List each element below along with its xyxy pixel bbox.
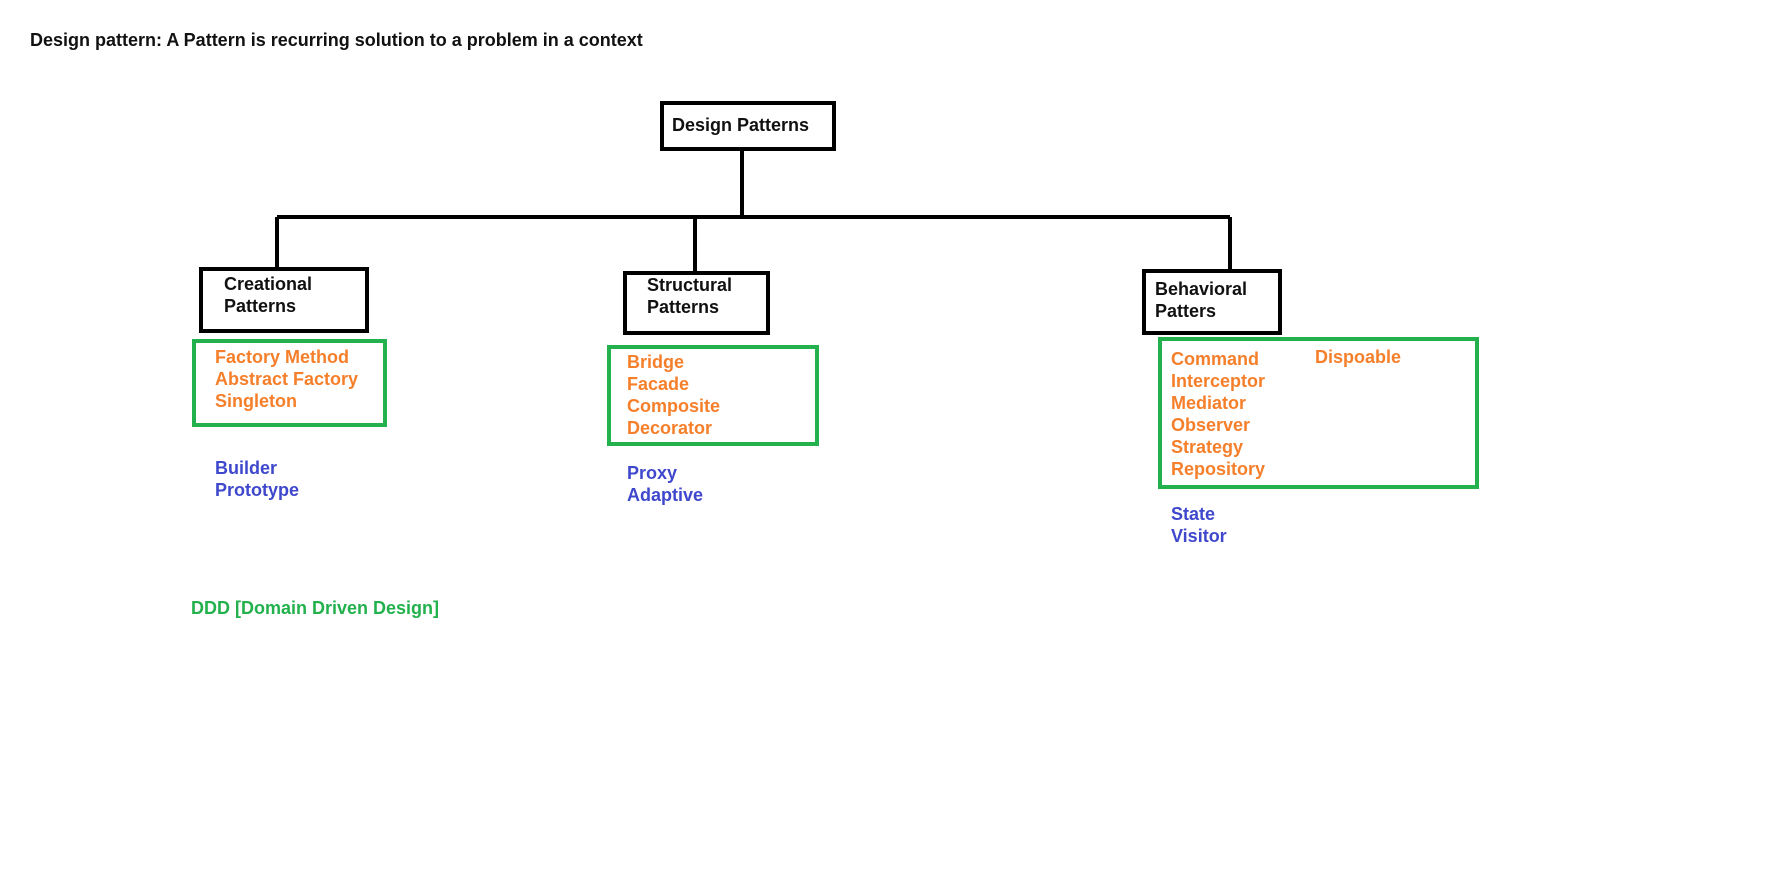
pattern-item: Factory Method bbox=[215, 347, 350, 367]
pattern-item: Interceptor bbox=[1171, 371, 1266, 391]
pattern-item: Proxy bbox=[627, 463, 678, 483]
ddd-note: DDD [Domain Driven Design] bbox=[191, 598, 440, 618]
pattern-item: Facade bbox=[627, 374, 690, 394]
creational-grouped-list: Factory Method Abstract Factory Singleto… bbox=[215, 346, 358, 412]
structural-node-label: Structural Patterns bbox=[647, 275, 733, 317]
creational-group-box bbox=[192, 339, 387, 427]
behavioral-other-list: State Visitor bbox=[1171, 503, 1227, 547]
pattern-item: Decorator bbox=[627, 418, 713, 438]
pattern-item: Bridge bbox=[627, 352, 685, 372]
root-node-label: Design Patterns bbox=[672, 115, 810, 135]
pattern-item: Repository bbox=[1171, 459, 1266, 479]
behavioral-group-box bbox=[1158, 337, 1479, 489]
page-title: Design pattern: A Pattern is recurring s… bbox=[30, 30, 643, 50]
structural-group-box bbox=[607, 345, 819, 446]
pattern-item: Visitor bbox=[1171, 526, 1227, 546]
pattern-item: Abstract Factory bbox=[215, 369, 359, 389]
pattern-item: State bbox=[1171, 504, 1216, 524]
creational-node-label: Creational Patterns bbox=[224, 274, 313, 316]
pattern-item: Prototype bbox=[215, 480, 300, 500]
pattern-item: Mediator bbox=[1171, 393, 1247, 413]
creational-node bbox=[199, 267, 369, 333]
pattern-item: Singleton bbox=[215, 391, 297, 411]
pattern-item: Adaptive bbox=[627, 485, 704, 505]
behavioral-node-label: Behavioral Patters bbox=[1155, 279, 1248, 321]
behavioral-grouped-list: Command Interceptor Mediator Observer St… bbox=[1171, 348, 1265, 480]
structural-grouped-list: Bridge Facade Composite Decorator bbox=[627, 351, 720, 439]
creational-other-list: Builder Prototype bbox=[215, 457, 299, 501]
pattern-item: Composite bbox=[627, 396, 721, 416]
pattern-item: Command bbox=[1171, 349, 1260, 369]
pattern-item: Strategy bbox=[1171, 437, 1244, 457]
pattern-item: Builder bbox=[215, 458, 278, 478]
root-node bbox=[660, 101, 836, 151]
pattern-item: Observer bbox=[1171, 415, 1251, 435]
structural-node bbox=[623, 271, 770, 335]
behavioral-node bbox=[1142, 269, 1282, 335]
structural-other-list: Proxy Adaptive bbox=[627, 462, 703, 506]
behavioral-side-item: Dispoable bbox=[1315, 347, 1402, 367]
